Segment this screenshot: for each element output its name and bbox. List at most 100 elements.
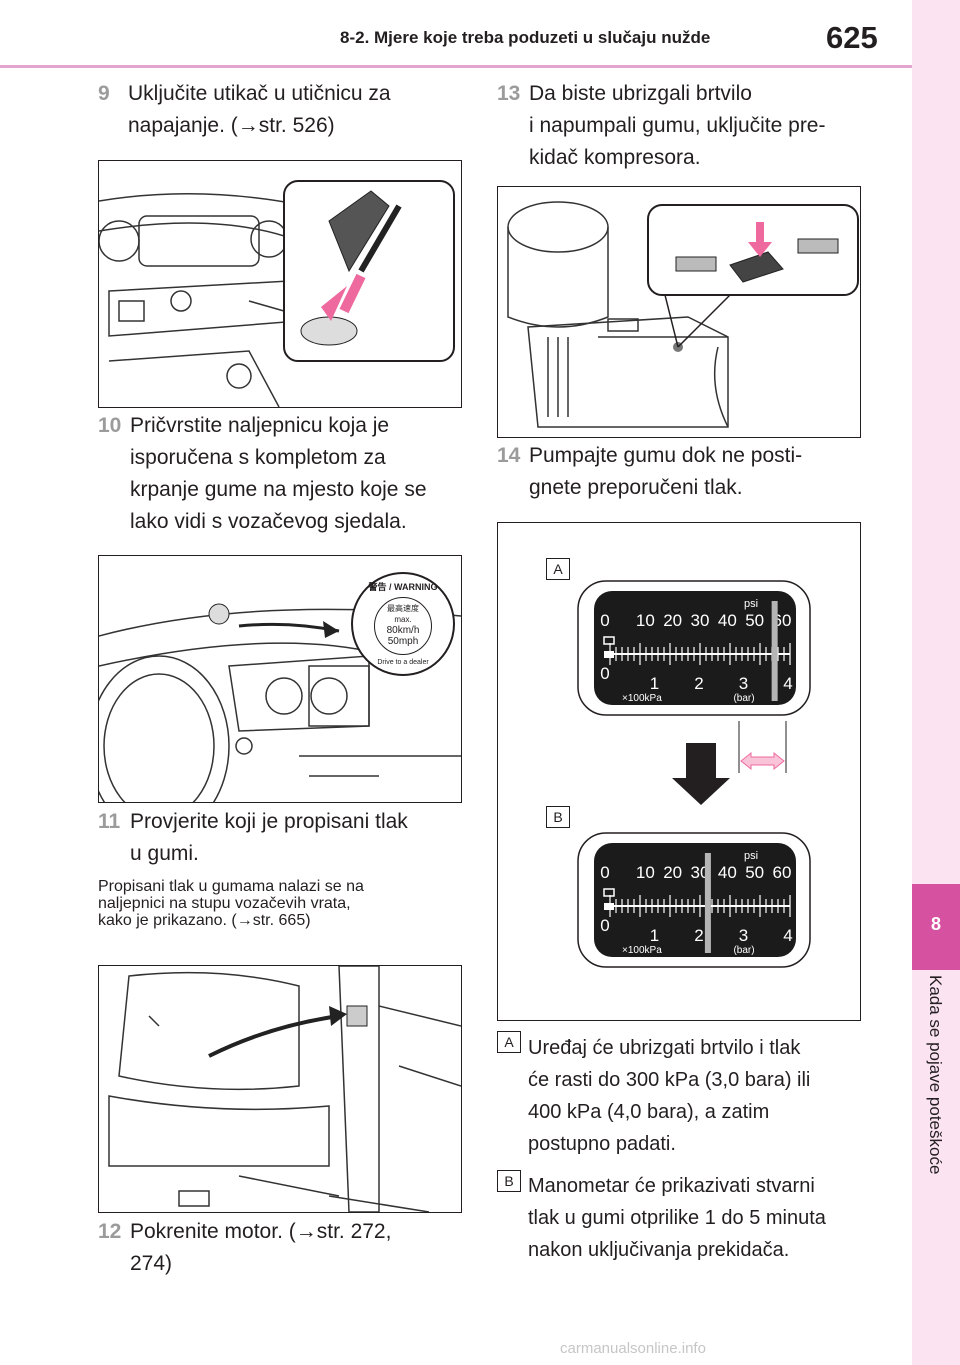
step-14: 14 Pumpajte gumu dok ne posti- gnete pre… bbox=[497, 440, 867, 504]
bar-tick-label: 3 bbox=[739, 926, 748, 945]
sticker-top: 警告 / WARNING bbox=[368, 582, 438, 592]
step-text-line: Provjerite koji je propisani tlak bbox=[130, 810, 408, 833]
step-text-line: Pokrenite motor. (→str. 272, bbox=[130, 1220, 392, 1243]
psi-tick-label: 20 bbox=[663, 611, 682, 630]
gauge-face bbox=[594, 843, 796, 957]
dashboard-illustration bbox=[99, 603, 461, 802]
step-number: 11 bbox=[98, 810, 121, 833]
bar-tick-label: 0 bbox=[600, 664, 609, 683]
switch-callout bbox=[647, 204, 859, 296]
psi-tick-label: 50 bbox=[745, 863, 764, 882]
sticker-kmh: 80km/h bbox=[386, 625, 420, 636]
down-arrow bbox=[672, 743, 730, 805]
psi-tick-label: 0 bbox=[600, 611, 609, 630]
compressor-illustration bbox=[507, 201, 859, 428]
tire-pressure-note: Propisani tlak u gumama nalazi se na nal… bbox=[98, 878, 458, 929]
warning-sticker: 警告 / WARNING 最高速度 max. 80km/h 50mph Driv… bbox=[351, 572, 455, 676]
bar-end-mark bbox=[604, 651, 614, 658]
zoom-callout bbox=[283, 180, 455, 362]
bar-tick-label: 1 bbox=[650, 926, 659, 945]
step-text-line: kidač kompresora. bbox=[529, 146, 701, 169]
psi-tick-label: 40 bbox=[718, 863, 737, 882]
psi-tick-label: 30 bbox=[691, 863, 710, 882]
psi-label: psi bbox=[744, 850, 758, 862]
paragraph-line: tlak u gumi otprilike 1 do 5 minuta bbox=[528, 1207, 826, 1229]
sticker-bottom: Drive to a dealer bbox=[377, 659, 429, 666]
note-line: Propisani tlak u gumama nalazi se na bbox=[98, 878, 364, 895]
bar-tick-label: 3 bbox=[739, 674, 748, 693]
step-11: 11 Provjerite koji je propisani tlak u g… bbox=[98, 806, 468, 870]
sticker-title: 最高速度 bbox=[387, 604, 419, 613]
sticker-inner: 最高速度 max. 80km/h 50mph bbox=[374, 597, 432, 655]
paragraph-line: postupno padati. bbox=[528, 1133, 676, 1155]
psi-tick-label: 30 bbox=[691, 611, 710, 630]
psi-tick-label: 20 bbox=[663, 863, 682, 882]
gauge-needle bbox=[771, 601, 778, 701]
unit-label: ×100kPa bbox=[622, 945, 662, 956]
gauge-face bbox=[594, 591, 796, 705]
bar-tick-label: 4 bbox=[783, 674, 792, 693]
step-text-line: lako vidi s vozačevog sjedala. bbox=[130, 510, 407, 533]
psi-tick-label: 10 bbox=[636, 611, 655, 630]
bar-unit-label: (bar) bbox=[733, 945, 754, 956]
paragraph-line: nakon uključivanja prekidača. bbox=[528, 1239, 790, 1261]
step-text-line: Da biste ubrizgali brtvilo bbox=[529, 82, 752, 105]
step-text-line: Uključite utikač u utičnicu za bbox=[128, 82, 391, 105]
paragraph-label-b: B bbox=[497, 1170, 521, 1192]
paragraph-line: će rasti do 300 kPa (3,0 bara) ili bbox=[528, 1069, 811, 1091]
psi-tick-label: 60 bbox=[773, 863, 792, 882]
chapter-label: Kada se pojave poteškoće bbox=[926, 975, 945, 1175]
chapter-tab bbox=[912, 0, 960, 1365]
chapter-number-tab: 8 bbox=[912, 884, 960, 970]
page-number: 625 bbox=[826, 20, 878, 55]
psi-end-mark bbox=[603, 636, 615, 645]
paragraph-line: 400 kPa (4,0 bara), a zatim bbox=[528, 1101, 770, 1123]
gauge-needle bbox=[704, 853, 711, 953]
step-9: 9 Uključite utikač u utičnicu za napajan… bbox=[98, 78, 458, 142]
step-number: 13 bbox=[497, 82, 521, 105]
psi-tick-label: 0 bbox=[600, 863, 609, 882]
step-text-line: gnete preporučeni tlak. bbox=[529, 476, 743, 499]
step-text-line: u gumi. bbox=[130, 842, 199, 865]
step-text-line: Pričvrstite naljepnicu koja je bbox=[130, 414, 390, 437]
gauge-label-b: B bbox=[546, 806, 570, 828]
bar-tick-label: 2 bbox=[694, 674, 703, 693]
psi-label: psi bbox=[744, 598, 758, 610]
paragraph-label-a: A bbox=[497, 1031, 521, 1053]
section-title: 8-2. Mjere koje treba poduzeti u slučaju… bbox=[340, 28, 711, 47]
door-pillar-illustration bbox=[108, 966, 461, 1212]
figure-sticker-dashboard: 警告 / WARNING 最高速度 max. 80km/h 50mph Driv… bbox=[98, 555, 462, 803]
note-line: kako je prikazano. (→str. 665) bbox=[98, 912, 311, 929]
step-text-line: napajanje. (→str. 526) bbox=[128, 114, 335, 137]
watermark: carmanualsonline.info bbox=[560, 1340, 706, 1357]
step-text-line: Pumpajte gumu dok ne posti- bbox=[529, 444, 803, 467]
psi-tick-label: 50 bbox=[745, 611, 764, 630]
step-number: 10 bbox=[98, 414, 122, 437]
step-text-line: isporučena s kompletom za bbox=[130, 446, 386, 469]
step-number: 14 bbox=[497, 444, 521, 467]
note-line: naljepnici na stupu vozačevih vrata, bbox=[98, 895, 351, 912]
step-number: 9 bbox=[98, 82, 110, 105]
figure-plug-socket bbox=[98, 160, 462, 408]
step-13: 13 Da biste ubrizgali brtvilo i napumpal… bbox=[497, 78, 867, 174]
bar-tick-label: 0 bbox=[600, 916, 609, 935]
chapter-number: 8 bbox=[930, 914, 941, 934]
psi-tick-label: 10 bbox=[636, 863, 655, 882]
unit-label: ×100kPa bbox=[622, 693, 662, 704]
psi-end-mark bbox=[603, 888, 615, 897]
bar-unit-label: (bar) bbox=[733, 693, 754, 704]
sticker-mph: 50mph bbox=[387, 636, 419, 647]
step-10: 10 Pričvrstite naljepnicu koja je isporu… bbox=[98, 410, 468, 538]
gauge-label-a: A bbox=[546, 558, 570, 580]
step-text-line: i napumpali gumu, uključite pre- bbox=[529, 114, 826, 137]
figure-compressor-switch bbox=[497, 186, 861, 438]
step-text-line: krpanje gume na mjesto koje se bbox=[130, 478, 427, 501]
step-12: 12 Pokrenite motor. (→str. 272, 274) bbox=[98, 1216, 468, 1280]
bar-tick-label: 4 bbox=[783, 926, 792, 945]
paragraph-line: Uređaj će ubrizgati brtvilo i tlak bbox=[528, 1037, 801, 1059]
paragraph-a: Uređaj će ubrizgati brtvilo i tlak će ra… bbox=[528, 1032, 868, 1160]
